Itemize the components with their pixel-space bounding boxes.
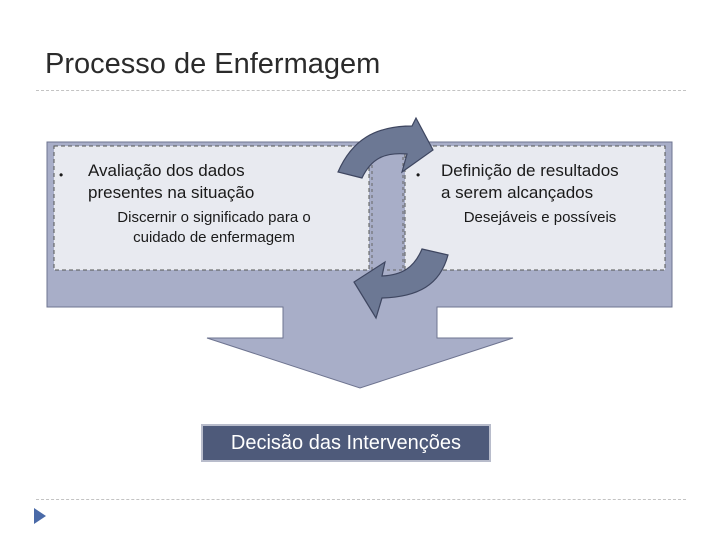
slide-title: Processo de Enfermagem xyxy=(45,48,381,80)
left-heading-line2: presentes na situação xyxy=(88,183,255,202)
left-sub-line2: cuidado de enfermagem xyxy=(133,229,295,246)
footer-separator xyxy=(36,499,686,500)
left-panel xyxy=(53,145,370,271)
cycle-arrow-top-icon xyxy=(337,116,434,179)
left-heading-line1: Avaliação dos dados xyxy=(88,161,245,180)
right-heading-line2: a serem alcançados xyxy=(441,183,594,202)
title-separator xyxy=(36,90,686,91)
right-heading-line1: Definição de resultados xyxy=(441,161,619,180)
decision-box: Decisão das Intervenções xyxy=(201,424,491,462)
left-bullet: • xyxy=(59,168,64,182)
triangle-right-icon xyxy=(34,508,46,524)
left-sub-line1: Discernir o significado para o xyxy=(117,209,311,226)
cycle-arrow-bottom-icon xyxy=(353,248,449,320)
middle-guide xyxy=(371,145,404,271)
right-bullet: • xyxy=(416,168,421,182)
right-panel xyxy=(404,145,666,271)
right-sub-line1: Desejáveis e possíveis xyxy=(463,209,617,226)
